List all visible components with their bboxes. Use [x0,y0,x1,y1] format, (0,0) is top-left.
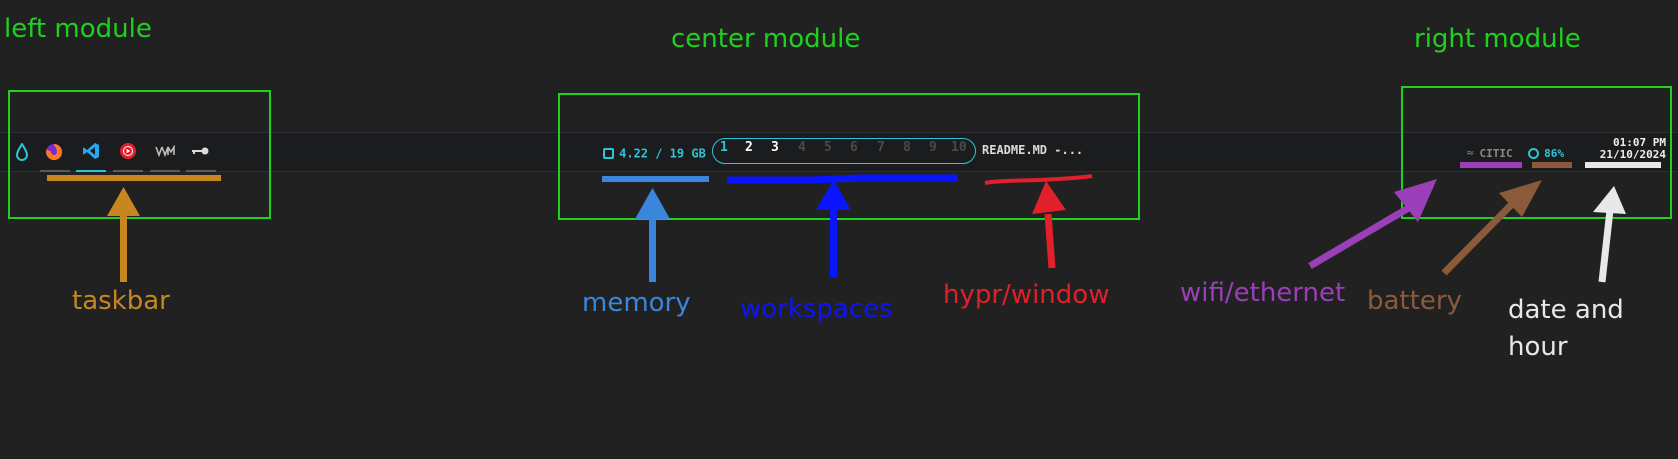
taskbar-annotation-label: taskbar [72,286,170,316]
workspaces-annotation-arrow [727,174,958,277]
battery-icon [1528,148,1539,159]
workspace-10[interactable]: 10 [951,140,967,155]
taskbar-indicator [150,170,180,172]
window-annotation-label: hypr/window [943,280,1110,310]
memory-annotation-label: memory [582,288,691,318]
network-widget[interactable]: ≈ CITIC [1466,143,1513,162]
battery-annotation-arrow [1441,162,1572,276]
vm-icon[interactable] [155,145,175,157]
battery-annotation-label: battery [1367,286,1462,316]
left-module-box [8,90,271,219]
droplet-icon[interactable] [15,143,29,161]
workspace-6[interactable]: 6 [850,140,858,155]
workspace-7[interactable]: 7 [877,140,885,155]
taskbar-indicator [40,170,70,172]
battery-level: 86% [1544,147,1564,160]
battery-widget[interactable]: 86% [1528,143,1564,162]
clock-date: 21/10/2024 [1599,148,1666,161]
workspace-2[interactable]: 2 [745,140,753,155]
center-module-label: center module [671,24,861,54]
taskbar-annotation-arrow [47,175,221,282]
workspace-5[interactable]: 5 [824,140,832,155]
wifi-annotation-label: wifi/ethernet [1180,278,1346,308]
key-icon[interactable] [190,145,210,157]
taskbar-indicator-active [76,170,106,172]
workspace-1[interactable]: 1 [720,140,728,155]
memory-text: 4.22 / 19 GB [619,146,706,161]
taskbar-indicator [113,170,143,172]
memory-widget[interactable]: 4.22 / 19 GB [603,143,706,161]
datetime-annotation-line2: hour [1508,332,1568,362]
network-name: CITIC [1479,147,1513,160]
vscode-icon[interactable] [82,142,100,160]
datetime-annotation-label: date and hour [1508,292,1624,366]
right-module-box [1401,86,1672,219]
workspace-9[interactable]: 9 [929,140,937,155]
clock-time: 01:07 PM [1613,136,1666,149]
window-annotation-arrow [984,174,1093,269]
workspaces-group [712,138,976,164]
right-module-label: right module [1414,24,1581,54]
wifi-icon: ≈ [1466,148,1475,159]
window-title: README.MD -... [982,143,1084,157]
memory-icon [603,148,614,159]
workspace-3[interactable]: 3 [771,140,779,155]
wifi-annotation-arrow [1308,162,1522,270]
clock-widget[interactable]: 01:07 PM 21/10/2024 [1578,137,1666,161]
youtube-music-icon[interactable] [119,142,137,160]
workspaces-annotation-label: workspaces [740,294,893,324]
datetime-annotation-arrow [1585,162,1661,283]
workspace-4[interactable]: 4 [798,140,806,155]
datetime-annotation-line1: date and [1508,295,1624,325]
memory-annotation-arrow [602,176,709,282]
left-module-label: left module [4,14,152,44]
taskbar-indicator [186,170,216,172]
firefox-icon[interactable] [44,142,64,162]
workspace-8[interactable]: 8 [903,140,911,155]
center-module-box [558,93,1140,220]
